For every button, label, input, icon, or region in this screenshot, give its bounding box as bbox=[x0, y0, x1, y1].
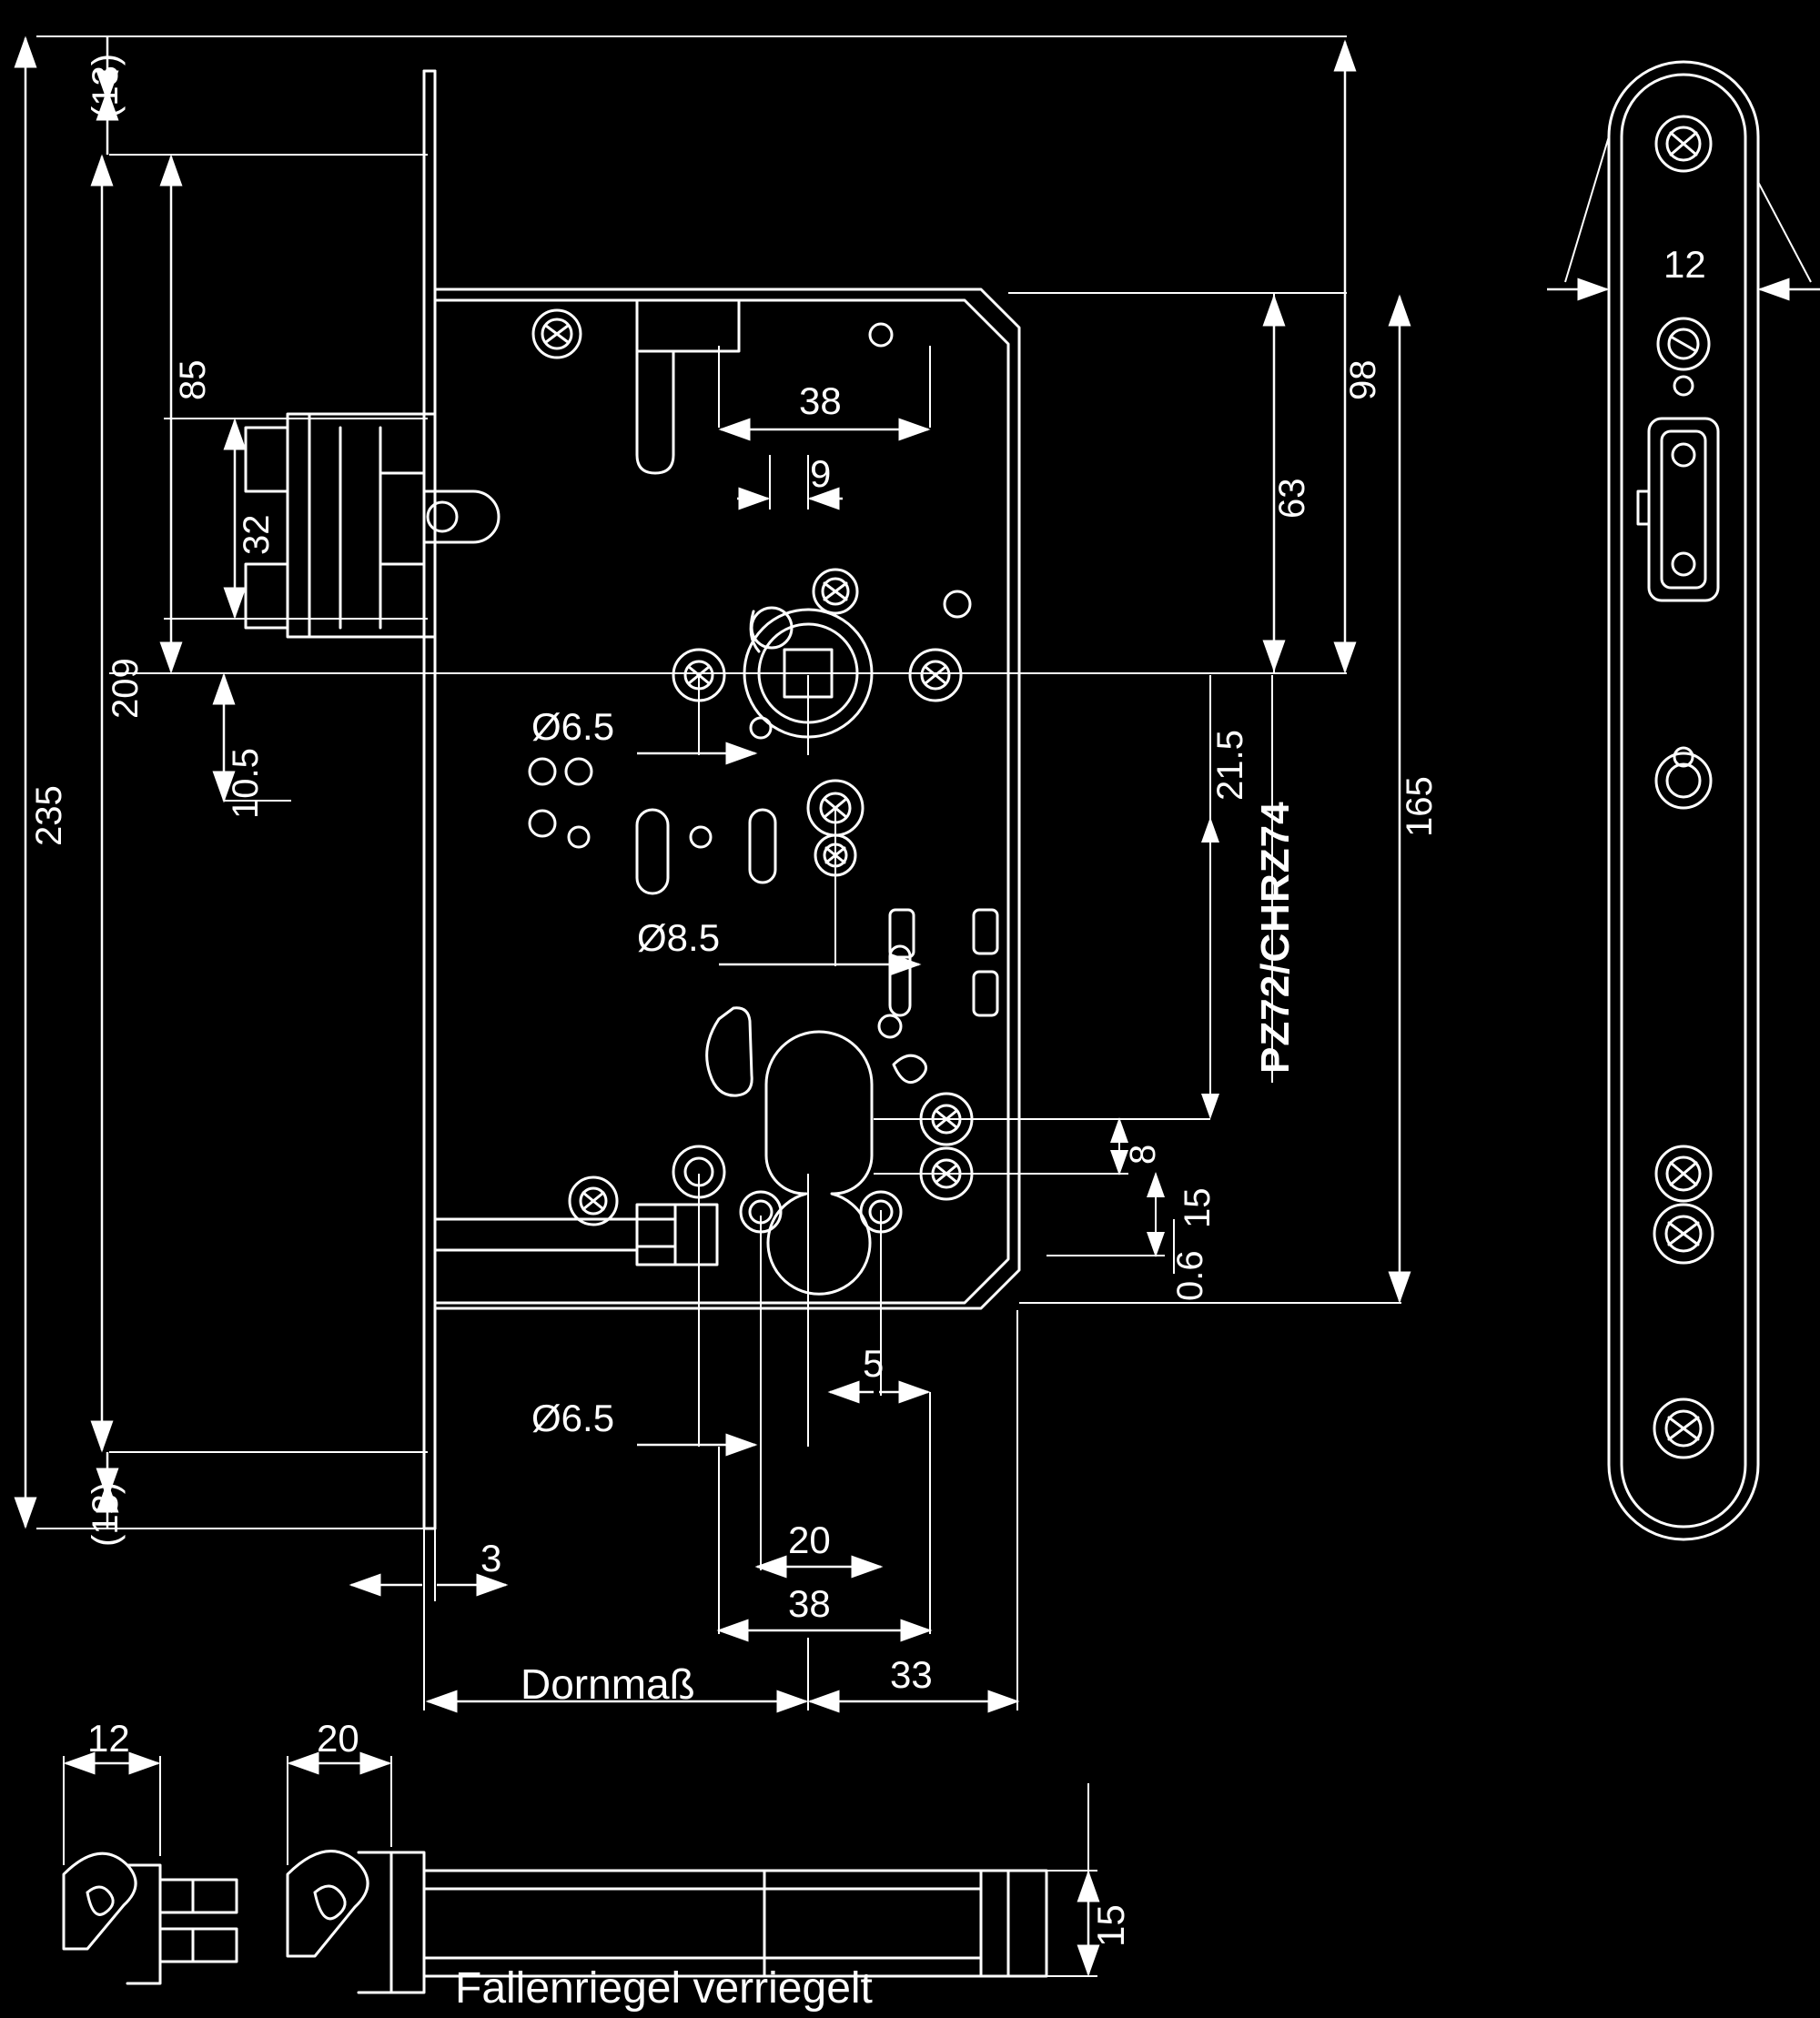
dim-label-38-top: 38 bbox=[799, 379, 842, 422]
dim-label-0-6: 0.6 bbox=[1170, 1250, 1210, 1301]
dim-label-38-bottom: 38 bbox=[788, 1582, 831, 1625]
dim-label-dia-8-5: Ø8.5 bbox=[637, 916, 721, 959]
dim-label-13-bottom: (13) bbox=[86, 1481, 126, 1547]
dim-label-13-top: (13) bbox=[86, 53, 126, 118]
dim-label-15-right: 15 bbox=[1178, 1187, 1218, 1229]
dim-label-dia-6-5-upper: Ø6.5 bbox=[531, 705, 615, 748]
dim-label-20-bottom: 20 bbox=[788, 1519, 831, 1561]
dim-label-5: 5 bbox=[863, 1342, 885, 1385]
latch-bolt-detail-left bbox=[244, 412, 500, 639]
profile-label: PZ72/CHRZ74 bbox=[1253, 801, 1298, 1074]
dim-label-3: 3 bbox=[480, 1537, 502, 1579]
dim-label-32: 32 bbox=[237, 514, 277, 556]
bottom-section-views bbox=[62, 1850, 1048, 1994]
fallenriegel-caption: Fallenriegel verriegelt bbox=[455, 1964, 873, 2013]
dim-label-12-bottom: 12 bbox=[87, 1717, 130, 1760]
dim-label-33: 33 bbox=[890, 1653, 933, 1696]
dim-label-15-bottom: 15 bbox=[1089, 1904, 1132, 1947]
faceplate-side-view bbox=[1607, 60, 1760, 1541]
dim-label-209: 209 bbox=[106, 658, 146, 719]
dim-label-dia-6-5-lower: Ø6.5 bbox=[531, 1397, 615, 1439]
dim-label-21-5: 21.5 bbox=[1210, 730, 1250, 801]
dim-label-98: 98 bbox=[1343, 359, 1383, 401]
dim-label-10-5: 10.5 bbox=[226, 748, 266, 819]
dornmass-caption: Dornmaß bbox=[521, 1660, 695, 1708]
dim-label-20-bottom-view: 20 bbox=[317, 1717, 359, 1760]
lock-body-front-view bbox=[422, 69, 1021, 1530]
dim-label-63: 63 bbox=[1272, 478, 1312, 520]
dim-label-8: 8 bbox=[1123, 1144, 1163, 1165]
dim-label-9: 9 bbox=[810, 452, 832, 495]
dimension-lines bbox=[14, 35, 1820, 1977]
dim-label-85: 85 bbox=[173, 359, 213, 401]
dim-label-235: 235 bbox=[29, 785, 69, 846]
dim-label-165: 165 bbox=[1400, 776, 1440, 837]
dim-label-12-side: 12 bbox=[1663, 243, 1706, 286]
